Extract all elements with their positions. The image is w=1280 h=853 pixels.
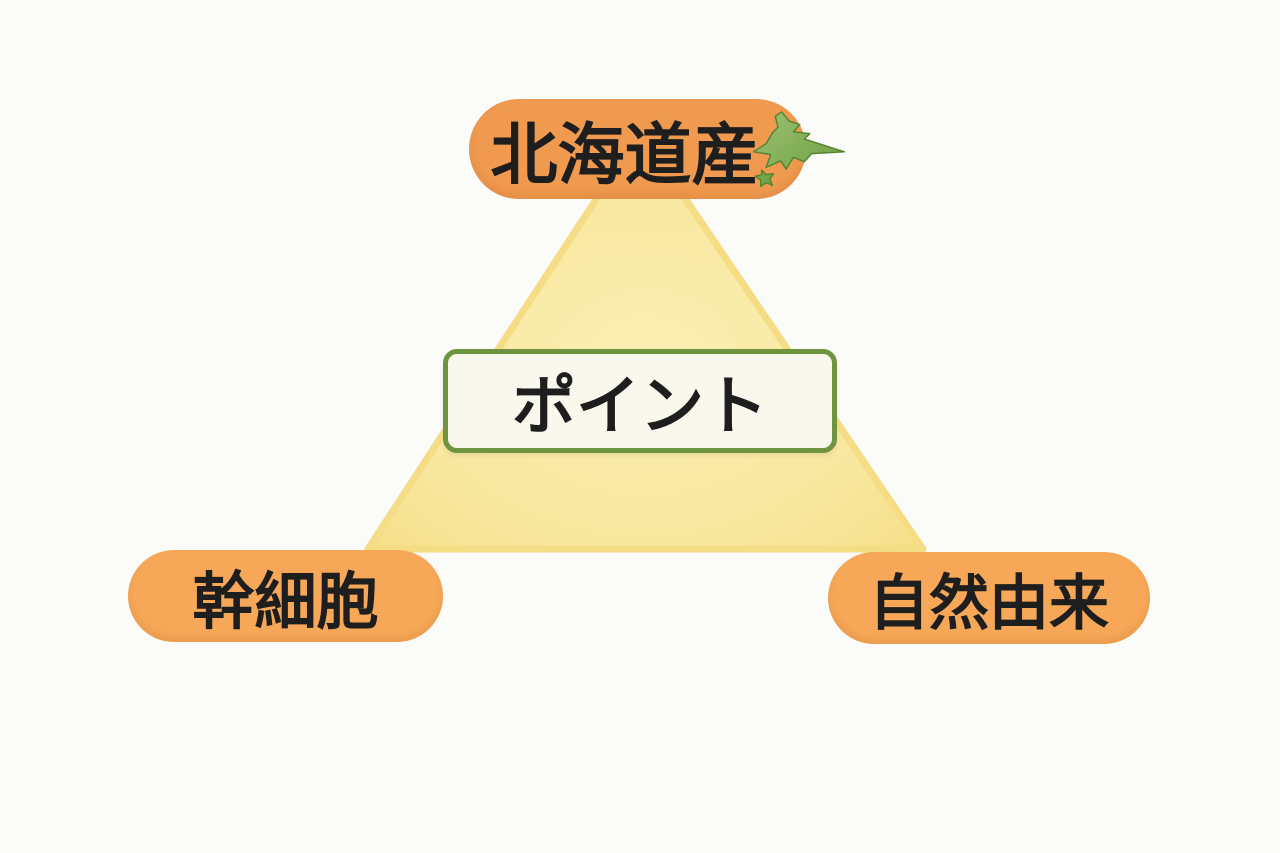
point-box: ポイント	[443, 349, 837, 453]
top-badge-hokkaido: 北海道産	[469, 99, 806, 199]
bottom-left-badge-label: 幹細胞	[192, 568, 379, 637]
bottom-badge-natural-origin: 自然由来	[828, 552, 1150, 644]
point-box-label: ポイント	[512, 370, 768, 442]
bottom-right-badge-label: 自然由来	[869, 569, 1109, 637]
hokkaido-map-icon	[752, 111, 846, 188]
top-badge-label: 北海道産	[490, 117, 759, 193]
bottom-badge-stem-cell: 幹細胞	[128, 550, 443, 642]
